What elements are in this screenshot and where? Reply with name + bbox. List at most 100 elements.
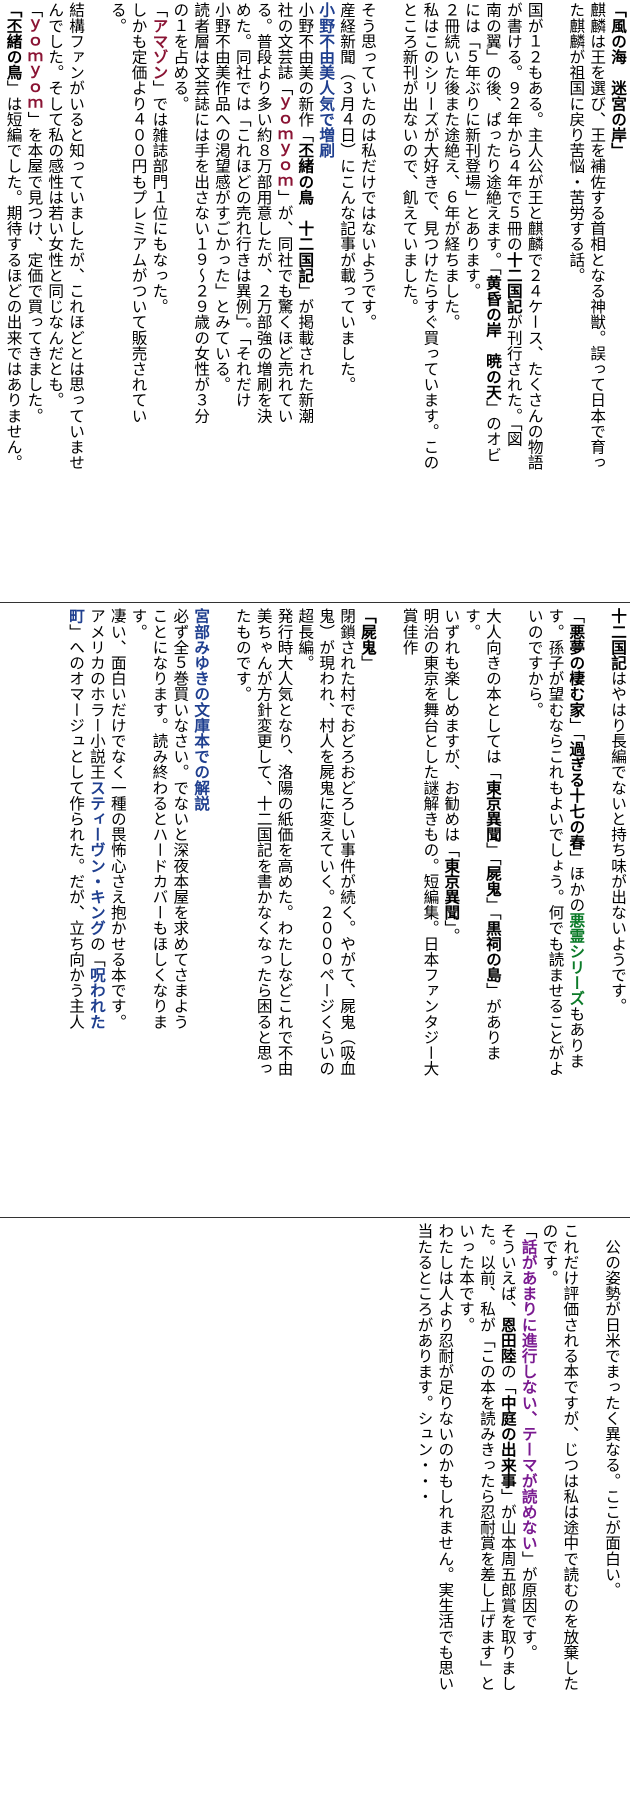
emphasis-text: 十二国記 [504, 251, 523, 315]
text-run: た麒麟が祖国に戻り苦悩・苦労する話。 [567, 2, 586, 283]
text-line: 私はこのシリーズが大好きで、見つけたらすぐ買っています。この [420, 2, 441, 598]
text-line [545, 2, 566, 598]
text-run: す。 [129, 608, 148, 640]
text-line: す。 [461, 608, 482, 1212]
text-run: 」では雑誌部門１位にもなった。 [150, 80, 169, 315]
text-line: す。 [128, 608, 149, 1212]
text-line: ２冊続いた後また途絶え、６年が経ちました。 [440, 2, 461, 598]
text-line [580, 1223, 601, 1818]
text-run: のです。 [540, 1223, 559, 1286]
emphasis-text: 「屍鬼 [358, 608, 377, 655]
section-divider [0, 1217, 630, 1218]
text-line: 賞佳作 [399, 608, 420, 1212]
text-line: す。孫子が望むならこれもよいでしょう。何でも読ませることがよ [545, 608, 566, 1212]
text-run: ことになります。読み終わるとハードカバーもほしくなりま [150, 608, 169, 1030]
text-line: 公の姿勢が日米でまったく異なる。ここが面白い。 [601, 1223, 622, 1818]
text-run: 超長編。 [296, 608, 315, 671]
text-run: 結構ファンがいると知っていましたが、これほどとは思っていませ [67, 2, 86, 470]
text-line: 当たるところがあります。シュン・・・ [414, 1223, 435, 1818]
section-divider [0, 602, 630, 603]
text-run: 大人向きの本としては「 [483, 608, 502, 780]
text-line: 小野不由美作品への渇望感がすごかった」とみている。 [211, 2, 232, 598]
text-run: 小野不由美の新作「 [296, 2, 315, 143]
text-section-2: 十二国記はやはり長編でないと持ち味が出ないようです。 「悪夢の棲む家」「過ぎる十… [0, 606, 630, 1214]
text-line: 明治の東京を舞台とした謎解きもの。短編集。日本ファンタジー大 [420, 608, 441, 1212]
text-line: 読者層は文芸誌には手を出さない１９～２９歳の女性が３分 [190, 2, 211, 598]
text-line: 必ず全５巻買いなさい。でないと深夜本屋を求めてさまよう [169, 608, 190, 1212]
text-line: そう思っていたのは私だけではないようです。 [357, 2, 378, 598]
text-run: いずれも楽しめますが、お勧めは「 [442, 608, 461, 858]
text-line: る。普段より多い約８万部用意したが、２万部強の増刷を決 [253, 2, 274, 598]
text-line: 超長編。 [295, 608, 316, 1212]
text-line: これだけ評価される本ですが、じつは私は途中で読むのを放棄した [559, 1223, 580, 1818]
text-run: 読者層は文芸誌には手を出さない１９～２９歳の女性が３分 [192, 2, 211, 424]
text-line: いずれも楽しめますが、お勧めは「東京異聞」。 [440, 608, 461, 1212]
text-line: んでした。そして私の感性は若い女性と同じなんだとも。 [44, 2, 65, 598]
text-section-1: 「風の海 迷宮の岸」麒麟は王を選び、王を補佐する首相となる神獣。誤って日本で育っ… [0, 0, 630, 600]
text-run: 」「 [567, 717, 586, 741]
text-run: アメリカのホラー小説王 [87, 608, 106, 780]
text-line: 十二国記はやはり長編でないと持ち味が出ないようです。 [607, 608, 628, 1212]
text-line [378, 608, 399, 1212]
text-run: 「 [567, 608, 586, 624]
text-line: 町」へのオマージュとして作られた。だが、立ち向かう主人 [65, 608, 86, 1212]
emphasis-text: 「風の海 迷宮の岸」 [609, 2, 627, 158]
text-run: ところ新刊が出ないので、飢えていました。 [400, 2, 419, 314]
text-run: には「５年ぶりに新刊登場」とあります。 [463, 2, 482, 299]
text-run: そういえば、 [498, 1223, 517, 1317]
text-line: わたしは人より忍耐が足りないのかもしれません。実生活でも思い [434, 1223, 455, 1818]
text-line: めた。同社では「これほどの売れ行きは異例」。「それだけ [232, 2, 253, 598]
emphasis-text: 東京異聞 [483, 779, 502, 843]
text-line: が書ける。９２年から４年で５冊の十二国記が刊行された。「図 [503, 2, 524, 598]
text-run: 閉鎖された村でおどろおどろしい事件が続く。やがて、屍鬼（吸血 [338, 608, 357, 1076]
text-line: 閉鎖された村でおどろおどろしい事件が続く。やがて、屍鬼（吸血 [336, 608, 357, 1212]
text-line [86, 2, 107, 598]
text-run: 」は短編でした。期待するほどの出来ではありません。 [4, 80, 23, 470]
text-run: の「 [87, 935, 106, 967]
text-run: 鬼）が現われ、村人を屍鬼に変えていく。２０００ページくらいの [317, 608, 336, 1076]
emphasis-text: スティーヴン・キング [87, 779, 106, 936]
text-line: の１を占める。 [169, 2, 190, 598]
text-run: そう思っていたのは私だけではないようです。 [358, 2, 377, 330]
emphasis-text: 「丕緒の鳥 [4, 2, 23, 80]
text-line: そういえば、恩田陸の「中庭の出来事」が山本周五郎賞を取りまし [497, 1223, 518, 1818]
text-run: 」 [358, 654, 377, 671]
text-run: が刊行された。「図 [504, 314, 523, 447]
text-run: 私はこのシリーズが大好きで、見つけたらすぐ買っています。この [421, 2, 440, 470]
text-line: ところ新刊が出ないので、飢えていました。 [399, 2, 420, 598]
text-run: 発行時大人気となり、洛陽の紙価を高めた。わたしなどこれで不由 [275, 608, 294, 1076]
emphasis-text: 十二国記 [609, 608, 627, 671]
text-run: もありま [567, 1005, 586, 1069]
emphasis-text: 黄昏の岸 暁の天 [483, 275, 502, 400]
text-run: 」を本屋で見つけ、定価で買ってきました。 [25, 111, 44, 424]
text-line: のです。 [539, 1223, 560, 1818]
emphasis-text: 屍鬼 [483, 865, 502, 897]
text-line [503, 608, 524, 1212]
text-line: 「悪夢の棲む家」「過ぎる十七の春」ほかの悪霊シリーズもありま [565, 608, 586, 1212]
text-run: の「 [498, 1363, 517, 1395]
text-run: いのですから。 [525, 608, 544, 718]
text-run: 」が原因です。 [519, 1550, 538, 1660]
text-run: 社の文芸誌「 [275, 2, 294, 96]
text-line: 大人向きの本としては「東京異聞」「屍鬼」「黒祠の島」がありま [482, 608, 503, 1212]
text-run: 」が山本周五郎賞を取りまし [498, 1488, 517, 1692]
text-line: 「ｙｏｍｙｏｍ」を本屋で見つけ、定価で買ってきました。 [24, 2, 45, 598]
text-run: 」「 [483, 896, 502, 921]
text-run: んでした。そして私の感性は若い女性と同じなんだとも。 [46, 2, 65, 408]
text-run: す。 [463, 608, 482, 640]
text-line: 「アマゾン」では雑誌部門１位にもなった。 [149, 2, 170, 598]
text-line: いのですから。 [524, 608, 545, 1212]
emphasis-text: 東京異聞 [442, 857, 461, 921]
text-run: 麒麟は王を選び、王を補佐する首相となる神獣。誤って日本で育っ [588, 2, 607, 470]
text-run: 必ず全５巻買いなさい。でないと深夜本屋を求めてさまよう [171, 608, 190, 1030]
text-line: 美ちゃんが方針変更して、十二国記を書かなくなったら困ると思っ [253, 608, 274, 1212]
text-line: 小野不由美の新作「丕緒の鳥 十二国記」が掲載された新潮 [295, 2, 316, 598]
text-line: 結構ファンがいると知っていましたが、これほどとは思っていませ [65, 2, 86, 598]
text-line [586, 608, 607, 1212]
text-run: 」が掲載された新潮 [296, 282, 315, 424]
text-run: 「 [25, 2, 44, 18]
text-line: 南の翼」の後、ぱったり途絶えます。「黄昏の岸 暁の天」のオビ [482, 2, 503, 598]
text-line: しかも定価より４００円もプレミアムがついて販売されてい [128, 2, 149, 598]
text-run: 賞佳作 [400, 608, 419, 655]
